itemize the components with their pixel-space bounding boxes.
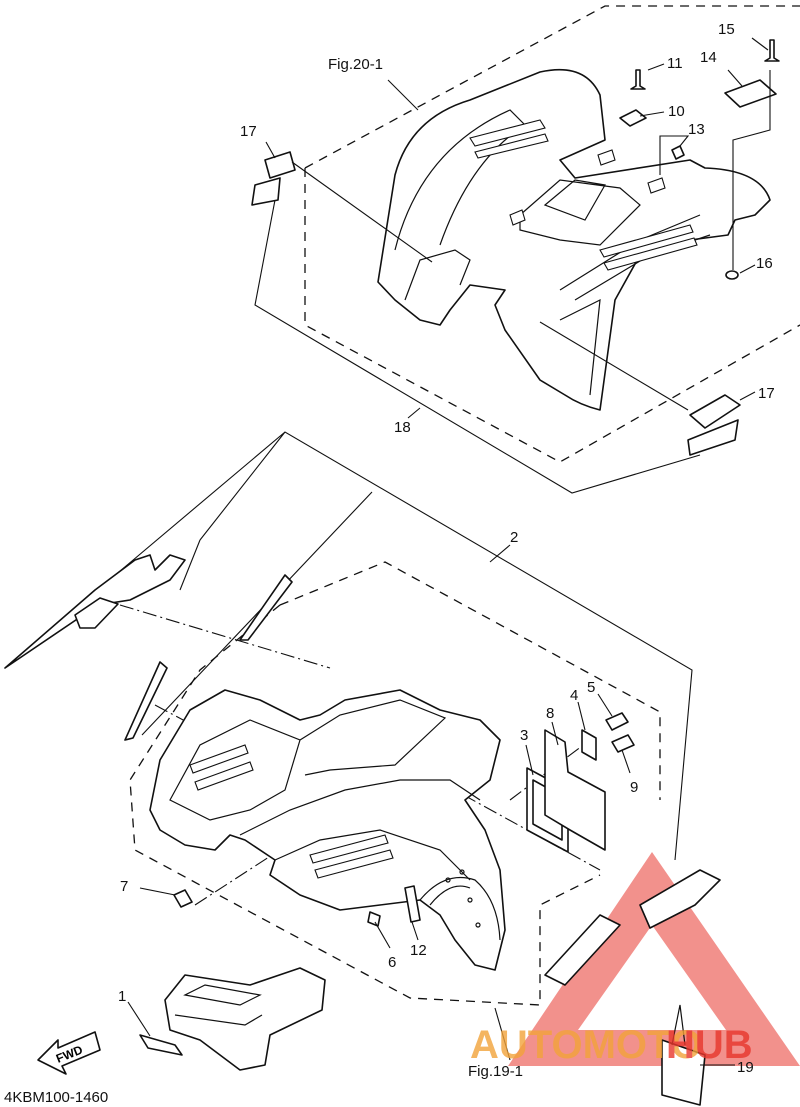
ref-fig19[interactable]: Fig.19-1 [468, 1063, 523, 1080]
rear-fender-assembly: Fig.20-1 11 10 13 14 15 16 17 17 18 [240, 5, 800, 494]
callout-5: 5 [587, 679, 595, 696]
rivet-12 [630, 69, 646, 90]
callout-16: 16 [756, 255, 773, 272]
callout-14: 14 [700, 49, 717, 66]
figure-code: 4KBM100-1460 [4, 1089, 108, 1106]
ref-fig20[interactable]: Fig.20-1 [328, 56, 383, 73]
bracket-4 [581, 729, 597, 761]
leader-15 [751, 37, 769, 51]
callout-12: 11 [667, 55, 683, 72]
watermark-text: AUTOMOTO HUB [470, 1023, 753, 1067]
leader-11 [639, 111, 665, 117]
nut-16 [725, 270, 739, 280]
front-guard-openings [174, 984, 263, 1026]
emblem-17-right [687, 394, 741, 456]
emblem-1 [139, 1034, 183, 1056]
callout-19: 19 [737, 1059, 754, 1076]
leader-17-right [739, 391, 756, 401]
fender-wheel-arch [419, 876, 501, 941]
leader-14 [727, 69, 743, 87]
bolt-5 [605, 712, 629, 731]
leader-4 [577, 701, 586, 731]
leader-7 [139, 887, 176, 896]
emblem-17-left [251, 151, 296, 206]
bracket-13 [671, 145, 685, 160]
leader-1 [127, 1001, 151, 1037]
callout-10: 12 [410, 942, 427, 959]
watermark-logo [508, 852, 800, 1066]
front-fender-stripes [189, 744, 394, 879]
front-fender-dashed-outline [129, 561, 661, 1006]
leader-16 [732, 70, 771, 274]
plate-14 [724, 79, 777, 108]
spring-10 [404, 885, 421, 923]
fender-hood [169, 699, 447, 821]
chain-decal-7 [194, 784, 381, 906]
callout-2: 2 [510, 529, 518, 546]
callout-15: 15 [718, 21, 735, 38]
leader-17-left [265, 141, 276, 159]
rear-fender [377, 68, 771, 411]
leader-fig20 [387, 79, 419, 111]
callout-8: 8 [546, 705, 554, 722]
fender-front-lip [239, 779, 481, 881]
callout-7: 7 [120, 878, 128, 895]
rear-fender-dashed-outline [304, 5, 800, 463]
watermark-suffix: HUB [666, 1023, 753, 1067]
leader-fig19 [494, 1007, 511, 1061]
tie-19 [671, 1004, 686, 1046]
fender-center-tray [519, 179, 641, 246]
callout-9: 9 [630, 779, 638, 796]
leader-6 [374, 921, 391, 949]
fender-holes [445, 869, 481, 928]
plate-19 [661, 1039, 706, 1106]
leader-12 [647, 63, 665, 71]
leader-18 [407, 407, 421, 419]
front-guard [164, 967, 326, 1071]
callout-11: 10 [668, 103, 685, 120]
fwd-arrow-icon [37, 1031, 101, 1075]
screw-15 [764, 39, 780, 62]
callout-1: 1 [118, 988, 126, 1005]
chain-17-right [539, 321, 689, 411]
side-decal-left [4, 554, 186, 669]
callout-13: 13 [688, 121, 705, 138]
front-fender [149, 689, 506, 971]
chain-decal-right [399, 759, 601, 871]
leader-2 [489, 544, 511, 563]
spring-6 [367, 911, 381, 927]
callout-3: 3 [520, 727, 528, 744]
bracket-2 [4, 431, 693, 861]
side-decal-right [544, 869, 721, 986]
chain-decal-left [119, 604, 331, 669]
stay-8 [544, 729, 606, 851]
decal-7 [173, 889, 193, 908]
bracket-18 [254, 199, 701, 494]
fender-stripes [469, 119, 698, 271]
callout-17-right: 17 [758, 385, 775, 402]
side-decal-tab [74, 597, 119, 629]
watermark-triangle-icon [508, 852, 800, 1066]
chain-17-left [291, 161, 433, 263]
callout-18: 18 [394, 419, 411, 436]
side-decal-stripe-2 [124, 661, 168, 741]
fender-left-wing [394, 109, 526, 301]
leader-9 [621, 749, 631, 774]
leader-13 [659, 135, 690, 175]
callout-4: 4 [570, 687, 578, 704]
bolt-9 [611, 734, 635, 753]
front-fender-assembly: 2 3 8 4 5 9 7 6 12 1 19 Fig.19-1 FWD 4KB… [4, 431, 754, 1106]
watermark-prefix: AUTOMOTO [470, 1023, 702, 1067]
leader-10 [411, 921, 419, 941]
callout-17-left: 17 [240, 123, 257, 140]
side-decal-stripe [239, 574, 293, 641]
leader-5 [597, 693, 613, 717]
leader-3 [525, 744, 534, 776]
clip-11 [619, 109, 647, 127]
callout-6: 6 [388, 954, 396, 971]
leader-8 [551, 721, 559, 746]
